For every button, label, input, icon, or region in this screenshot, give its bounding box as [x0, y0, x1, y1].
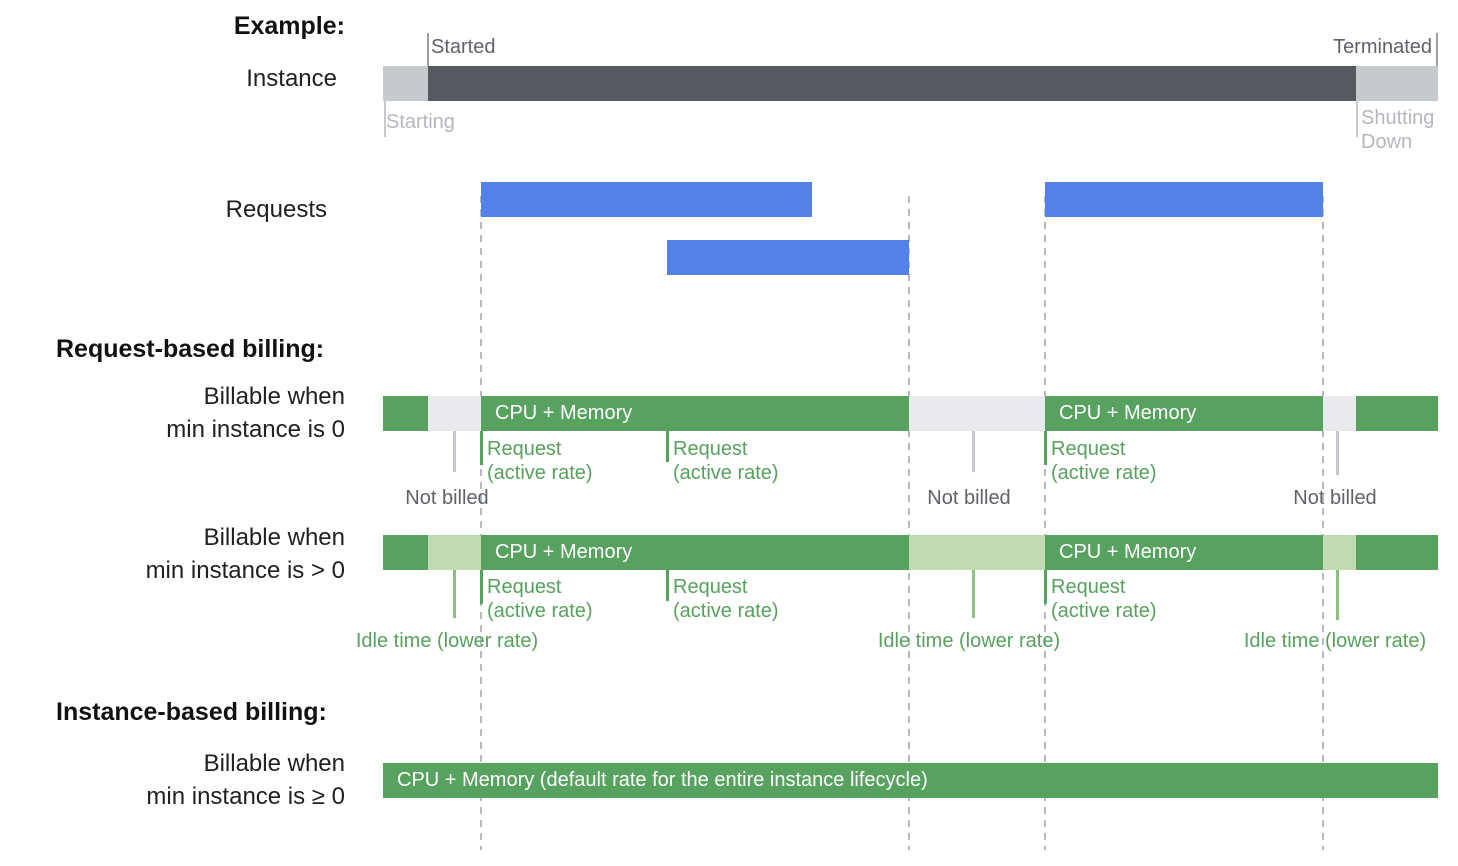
started-label: Started	[431, 36, 496, 58]
tick-mark	[1044, 431, 1047, 465]
min0-cpu-memory-bar-text: CPU + Memory	[1059, 402, 1197, 424]
tick-mark	[666, 570, 669, 601]
tick-mark	[1436, 33, 1438, 66]
not-billed-label: Not billed	[927, 487, 1011, 509]
tick-mark	[1336, 570, 1339, 620]
instance-starting-segment	[383, 66, 428, 101]
requests-row-label: Requests	[225, 196, 327, 223]
mingt0-cpu-memory-bar: CPU + Memory	[481, 535, 909, 570]
request-active-rate-label: Request (active rate)	[1051, 576, 1157, 622]
request-active-rate-label: Request (active rate)	[1051, 438, 1157, 484]
tick-mark	[1356, 101, 1358, 137]
request-bar-3	[1045, 182, 1323, 217]
billable-min-instance-0-label: Billable when min instance is 0	[166, 383, 345, 443]
mingt0-cpu-memory-bar-text: CPU + Memory	[495, 541, 633, 563]
request-active-rate-label: Request (active rate)	[673, 438, 779, 484]
timeline-dashed-line	[480, 196, 482, 850]
request-based-billing-heading: Request-based billing:	[56, 335, 325, 363]
tick-mark	[480, 431, 483, 465]
tick-mark	[972, 431, 975, 472]
request-active-rate-label: Request (active rate)	[487, 438, 593, 484]
mingt0-idle-gap	[909, 535, 1045, 570]
not-billed-label: Not billed	[1293, 487, 1377, 509]
min0-not-billed-gap	[1323, 396, 1356, 431]
mingt0-idle-gap	[428, 535, 481, 570]
mingt0-idle-gap	[1323, 535, 1356, 570]
timeline-dashed-line	[1322, 196, 1324, 850]
tick-mark	[453, 570, 456, 618]
request-bar-1	[481, 182, 812, 217]
idle-time-label: Idle time (lower rate)	[877, 630, 1061, 652]
min0-cpu-memory-bar-text: CPU + Memory	[495, 402, 633, 424]
mingt0-cpu-memory-bar: CPU + Memory	[1045, 535, 1323, 570]
instance-based-billing-heading: Instance-based billing:	[56, 698, 327, 726]
request-bar-2	[667, 240, 909, 275]
instance-billing-cpu-memory-bar-text: CPU + Memory (default rate for the entir…	[397, 769, 928, 791]
instance-shutdown-segment	[1356, 66, 1438, 101]
request-active-rate-label: Request (active rate)	[673, 576, 779, 622]
mingt0-cpu-memory-bar-text: CPU + Memory	[1059, 541, 1197, 563]
min0-cpu-memory-bar: CPU + Memory	[481, 396, 909, 431]
not-billed-label: Not billed	[405, 487, 489, 509]
tick-mark	[453, 431, 456, 472]
min0-billed-startup	[383, 396, 428, 431]
min0-billed-shutdown	[1356, 396, 1438, 431]
instance-row-label: Instance	[246, 65, 337, 92]
billable-min-instance-gt0-label: Billable when min instance is > 0	[145, 524, 345, 584]
min0-not-billed-gap	[909, 396, 1045, 431]
tick-mark	[972, 570, 975, 618]
instance-running-segment	[428, 66, 1356, 101]
mingt0-billed-startup	[383, 535, 428, 570]
tick-mark	[480, 570, 483, 604]
starting-label: Starting	[386, 111, 455, 133]
tick-mark	[384, 101, 386, 137]
tick-mark	[427, 33, 429, 66]
timeline-dashed-line	[908, 196, 910, 850]
min0-cpu-memory-bar: CPU + Memory	[1045, 396, 1323, 431]
mingt0-billed-shutdown	[1356, 535, 1438, 570]
timeline-dashed-line	[1044, 196, 1046, 850]
tick-mark	[1336, 431, 1339, 475]
tick-mark	[1044, 570, 1047, 604]
idle-time-label: Idle time (lower rate)	[355, 630, 539, 652]
example-heading: Example:	[233, 12, 345, 40]
shutting-down-label: Shutting Down	[1361, 107, 1435, 153]
instance-billing-cpu-memory-bar: CPU + Memory (default rate for the entir…	[383, 763, 1438, 798]
tick-mark	[666, 431, 669, 462]
terminated-label: Terminated	[1333, 36, 1432, 58]
billable-min-instance-ge0-label: Billable when min instance is ≥ 0	[146, 750, 345, 810]
request-active-rate-label: Request (active rate)	[487, 576, 593, 622]
idle-time-label: Idle time (lower rate)	[1243, 630, 1427, 652]
min0-not-billed-gap	[428, 396, 481, 431]
